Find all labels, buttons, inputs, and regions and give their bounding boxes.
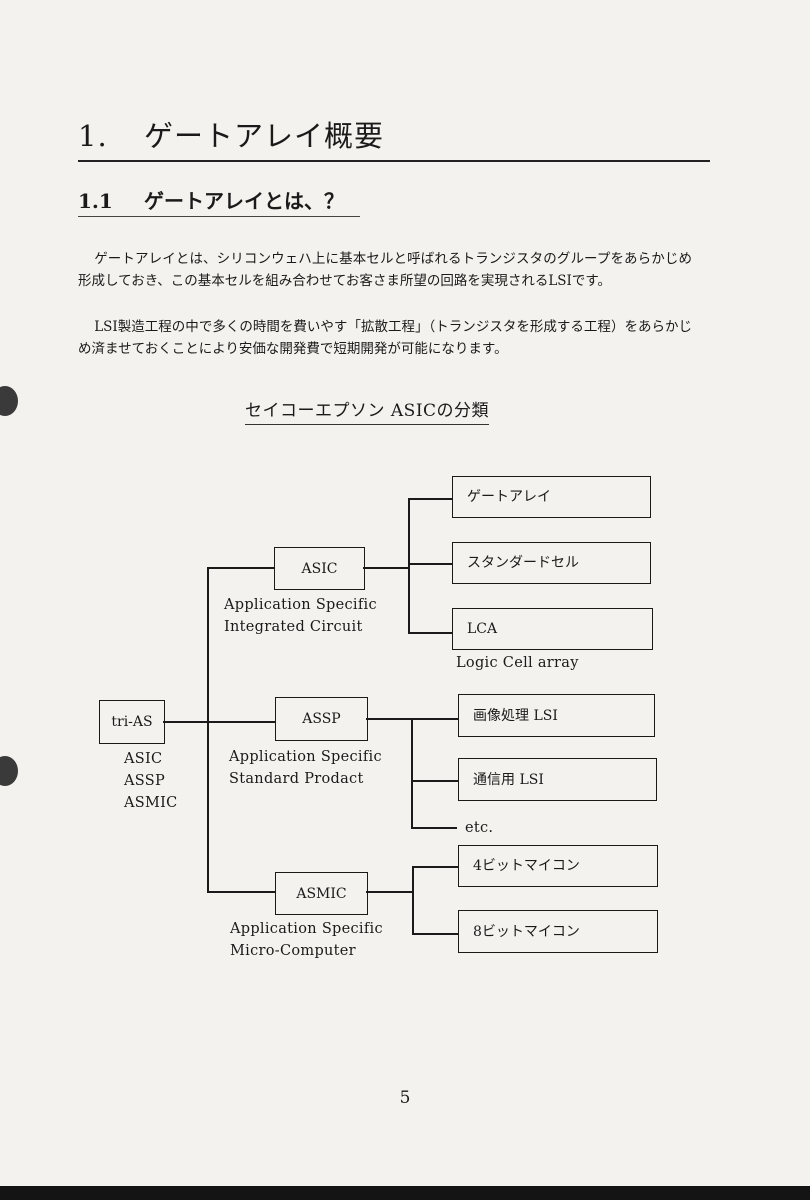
root-label: tri-AS [111, 714, 153, 730]
lca-note: Logic Cell array [456, 655, 579, 671]
connector-line [412, 933, 458, 935]
category-label: ASSP [302, 711, 341, 727]
connector-line [408, 563, 452, 565]
item-label: 4ビットマイコン [473, 858, 580, 874]
item-label: ゲートアレイ [467, 489, 551, 505]
caption-line: Standard Prodact [229, 771, 364, 787]
section-heading: 1.1 ゲートアレイとは、？ [78, 186, 360, 217]
connector-line [411, 780, 458, 782]
caption-line: Integrated Circuit [224, 619, 363, 635]
caption-line: Application Specific [230, 921, 383, 937]
connector-line [411, 827, 457, 829]
asic-box: ASIC [274, 547, 365, 590]
item-label: スタンダードセル [467, 555, 579, 571]
communication-lsi-box: 通信用 LSI [458, 758, 657, 801]
connector-line [411, 718, 413, 828]
section-title: ゲートアレイとは、？ [144, 189, 344, 213]
chapter-number: 1. [78, 119, 108, 153]
etc-note: etc. [465, 820, 494, 836]
asmic-box: ASMIC [275, 872, 368, 915]
connector-line [207, 891, 275, 893]
diagram-title: セイコーエプソン ASICの分類 [245, 398, 490, 425]
connector-line [412, 866, 414, 934]
caption-line: Application Specific [229, 749, 382, 765]
punch-hole [0, 756, 18, 786]
image-processing-lsi-box: 画像処理 LSI [458, 694, 655, 737]
root-caption-line: ASSP [124, 773, 166, 789]
connector-line [363, 567, 409, 569]
assp-caption: Application Specific Standard Prodact [229, 746, 382, 790]
chapter-heading: 1. ゲートアレイ概要 [78, 112, 710, 162]
item-label: 8ビットマイコン [473, 923, 580, 940]
paragraph: LSI製造工程の中で多くの時間を費いやす「拡散工程」（トランジスタを形成する工程… [78, 319, 692, 357]
8bit-microcontroller-box: 8ビットマイコン [458, 910, 658, 953]
asmic-caption: Application Specific Micro-Computer [230, 918, 383, 962]
root-caption: ASIC ASSP ASMIC [124, 748, 178, 814]
item-label: LCA [467, 621, 498, 637]
punch-hole [0, 386, 18, 416]
item-label: 画像処理 LSI [473, 707, 558, 724]
category-label: ASMIC [296, 885, 347, 902]
item-label: 通信用 LSI [473, 771, 544, 788]
chapter-title: ゲートアレイ概要 [144, 119, 385, 153]
connector-line [207, 567, 274, 569]
page-bottom-edge [0, 1186, 810, 1200]
connector-line [408, 498, 452, 500]
asic-caption: Application Specific Integrated Circuit [224, 594, 377, 638]
4bit-microcontroller-box: 4ビットマイコン [458, 845, 658, 887]
connector-line [408, 498, 410, 633]
page-number: 5 [399, 1088, 411, 1108]
connector-line [163, 721, 275, 723]
category-label: ASIC [301, 560, 338, 577]
root-caption-line: ASMIC [124, 795, 178, 811]
section-number: 1.1 [78, 189, 113, 213]
connector-line [366, 891, 413, 893]
root-caption-line: ASIC [124, 751, 163, 767]
assp-box: ASSP [275, 697, 368, 741]
lca-box: LCA [452, 608, 653, 650]
paragraph: ゲートアレイとは、シリコンウェハ上に基本セルと呼ばれるトランジスタのグループをあ… [78, 251, 692, 289]
caption-line: Micro-Computer [230, 943, 356, 959]
connector-line [207, 567, 209, 892]
standard-cell-box: スタンダードセル [452, 542, 651, 584]
connector-line [412, 866, 458, 868]
caption-line: Application Specific [224, 597, 377, 613]
connector-line [408, 632, 452, 634]
root-box: tri-AS [99, 700, 165, 744]
gate-array-box: ゲートアレイ [452, 476, 651, 518]
